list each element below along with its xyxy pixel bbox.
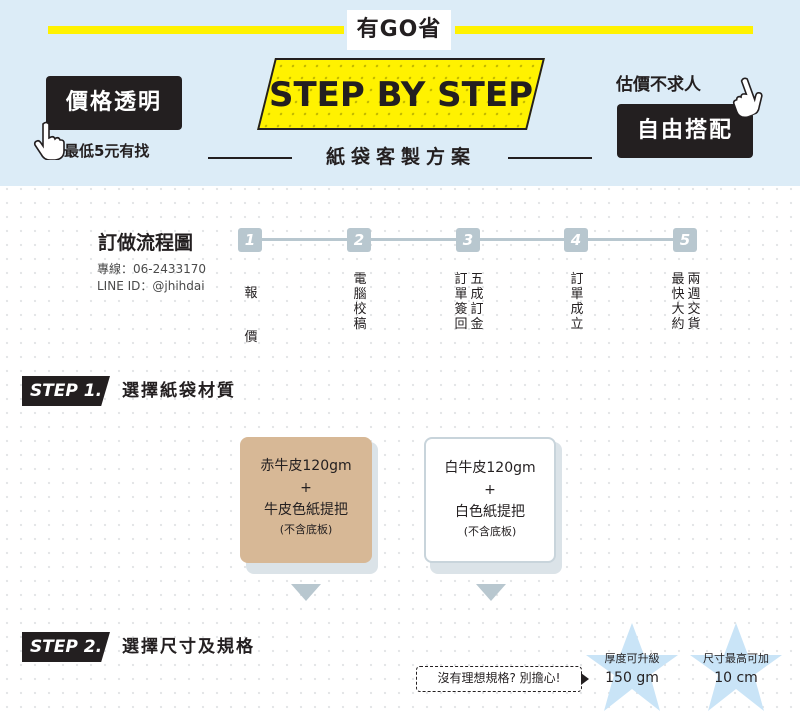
flow-step-3: 3 (456, 228, 480, 252)
arrow-right-icon (581, 673, 589, 685)
star-thickness-upgrade: 厚度可升級 150 gm (582, 619, 682, 717)
step-1-title: 選擇紙袋材質 (122, 381, 236, 401)
no-ideal-size-note: 沒有理想規格? 別擔心! (416, 666, 582, 692)
star-2-label: 尺寸最高可加 (703, 652, 769, 665)
material-card-white-kraft[interactable]: 白牛皮120gm + 白色紙提把 (不含底板) (424, 437, 556, 563)
step-2-title: 選擇尺寸及規格 (122, 637, 255, 657)
subtitle-rule-left (208, 157, 292, 159)
lowest-price-note: 最低5元有找 (64, 142, 150, 160)
star-icon (690, 623, 782, 711)
flow-step-5-label-b: 兩週交貨 (687, 272, 701, 332)
flow-step-4: 4 (564, 228, 588, 252)
card-2-note: (不含底板) (463, 525, 517, 538)
price-transparent-badge: 價格透明 (46, 76, 182, 130)
down-triangle-icon (291, 584, 321, 601)
page-subtitle: 紙袋客製方案 (325, 146, 476, 168)
card-2-plus: + (484, 482, 496, 498)
step-1-tag: STEP 1. (22, 376, 110, 406)
flow-step-1-label: 報價 (244, 286, 258, 345)
free-match-badge: 自由搭配 (617, 104, 753, 158)
flow-step-2: 2 (347, 228, 371, 252)
card-2-handle: 白色紙提把 (455, 504, 525, 520)
star-1-value: 150 gm (605, 670, 659, 686)
yellow-rule-right (455, 26, 753, 34)
star-icon (586, 623, 678, 711)
pointing-hand-icon (32, 120, 66, 161)
flow-step-2-label: 電腦校稿 (353, 272, 367, 332)
star-2-value: 10 cm (714, 670, 758, 686)
flow-title: 訂做流程圖 (98, 232, 194, 254)
card-1-note: (不含底板) (279, 523, 333, 536)
yellow-rule-left (48, 26, 344, 34)
material-card-red-kraft[interactable]: 赤牛皮120gm + 牛皮色紙提把 (不含底板) (240, 437, 372, 563)
star-size-increase: 尺寸最高可加 10 cm (686, 619, 786, 717)
card-1-handle: 牛皮色紙提把 (264, 502, 348, 518)
pointing-hand-icon (724, 71, 770, 120)
card-1-plus: + (300, 480, 312, 496)
contact-line-id: LINE ID：@jhihdai (97, 279, 205, 293)
flow-step-5: 5 (673, 228, 697, 252)
flow-step-4-label: 訂單成立 (570, 272, 584, 332)
slogan: 有GO省 (356, 17, 442, 42)
flow-step-3-label-b: 五成訂金 (470, 272, 484, 332)
star-1-label: 厚度可升級 (604, 652, 660, 665)
step-2-tag: STEP 2. (22, 632, 110, 662)
down-triangle-icon (476, 584, 506, 601)
subtitle-rule-right (508, 157, 592, 159)
flow-step-1: 1 (238, 228, 262, 252)
card-2-paper: 白牛皮120gm (444, 460, 536, 476)
flow-step-3-label-a: 訂單簽回 (454, 272, 468, 332)
card-1-paper: 赤牛皮120gm (260, 458, 352, 474)
step-by-step-text: STEP BY STEP (269, 75, 533, 115)
contact-phone: 專線：06-2433170 (97, 262, 207, 276)
free-quote-note: 估價不求人 (616, 75, 701, 95)
slogan-box (347, 10, 451, 50)
flow-step-5-label-a: 最快大約 (671, 272, 685, 332)
